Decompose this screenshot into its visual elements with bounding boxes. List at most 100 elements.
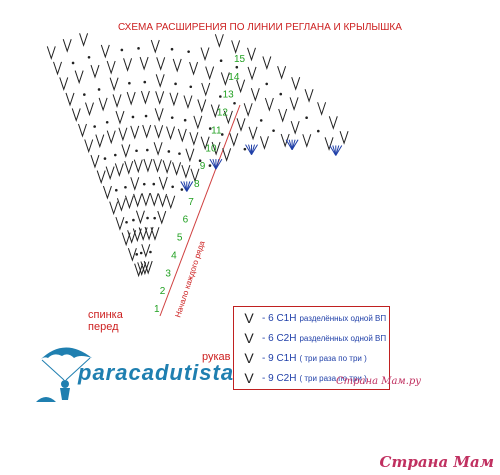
- chain-dot: [189, 85, 193, 89]
- stitch-v-mark: [200, 47, 210, 62]
- stitch-v-mark: [197, 99, 207, 113]
- sleeve-label: рукав: [202, 351, 231, 363]
- stitch-v-mark: [123, 58, 133, 72]
- stitch-v-mark: [210, 104, 220, 119]
- stitch-v-mark: [90, 64, 100, 79]
- chain-dot: [128, 81, 131, 85]
- stitch-v-mark: [126, 91, 136, 106]
- chain-dot: [149, 250, 152, 254]
- stitch-v-mark: [157, 210, 167, 225]
- stitch-v-mark: [205, 66, 215, 81]
- stitch-v-mark: [264, 97, 274, 112]
- stitch-v-mark: [102, 185, 112, 200]
- row-number: 12: [217, 108, 229, 119]
- stitch-v-mark: [231, 40, 241, 54]
- stitch-v-mark: [155, 74, 165, 88]
- stitch-v-mark: [278, 108, 288, 123]
- legend-desc: ( три раза по три ): [299, 373, 367, 383]
- stitch-v-mark: [247, 47, 256, 62]
- stitch-v-mark: [133, 193, 143, 208]
- chain-dot: [174, 82, 177, 86]
- chain-dot: [243, 147, 247, 151]
- stitch-v-mark: [250, 88, 260, 102]
- stitch-v-mark: [127, 248, 137, 262]
- stitch-v-mark: [166, 126, 176, 141]
- stitch-v-mark: [169, 92, 179, 107]
- stitch-v-mark: [109, 77, 119, 92]
- stitch-v-mark: [214, 34, 224, 48]
- stitch-v-mark: [185, 148, 195, 163]
- chain-dot: [235, 65, 239, 69]
- chain-dot: [171, 185, 174, 189]
- legend-code: - 9 С1Н: [262, 352, 297, 364]
- row-number: 10: [205, 143, 217, 154]
- stitch-v-mark: [154, 125, 164, 139]
- stitch-v-mark: [222, 148, 232, 162]
- stitch-v-mark: [137, 262, 147, 276]
- stitch-v-mark: [74, 70, 84, 85]
- stitch-v-mark: [53, 61, 62, 76]
- stitch-v-mark: [149, 192, 159, 207]
- chain-dot: [183, 118, 187, 122]
- stitch-v-mark: [172, 162, 182, 176]
- chain-dot: [105, 120, 109, 124]
- legend-code: - 6 С2Н: [262, 332, 297, 344]
- chain-dot: [97, 88, 101, 91]
- chain-dot: [114, 188, 118, 192]
- chain-dot: [198, 159, 202, 163]
- stitch-v-mark: [78, 123, 87, 138]
- stitch-v-mark: [115, 110, 125, 125]
- back-label: спинка: [88, 309, 124, 321]
- stitch-v-mark: [154, 108, 164, 122]
- stitch-v-mark: [200, 136, 210, 151]
- stitch-v-mark: [229, 133, 239, 147]
- chain-dot: [316, 129, 320, 133]
- stitch-v-mark: [166, 195, 176, 210]
- stitch-v-mark: [62, 39, 72, 53]
- stitch-v-mark: [289, 97, 299, 111]
- stitch-v-mark: [135, 210, 145, 225]
- stitch-v-mark: [100, 44, 110, 59]
- stitch-v-mark: [181, 164, 191, 179]
- fan-stitch: [291, 139, 299, 150]
- chain-dot: [220, 133, 224, 136]
- chain-dot: [178, 152, 181, 155]
- chain-dot: [146, 148, 149, 152]
- parachute-logo-icon: [36, 347, 92, 402]
- chain-dot: [152, 182, 156, 186]
- stitch-v-mark: [223, 110, 233, 125]
- fan-stitch: [186, 181, 194, 192]
- double-v-icon: V: [244, 310, 254, 326]
- stitch-v-mark: [211, 141, 221, 156]
- stitch-v-mark: [115, 216, 125, 231]
- watermark-text: Страна Мам.ру: [336, 376, 422, 387]
- stitch-v-mark: [143, 158, 153, 173]
- stitch-v-mark: [262, 56, 272, 70]
- chain-dot: [142, 182, 146, 186]
- stitch-v-mark: [236, 118, 246, 132]
- stitch-v-mark: [98, 97, 108, 112]
- stitch-v-mark: [162, 160, 172, 174]
- chain-dot: [208, 164, 212, 167]
- stitch-v-mark: [132, 228, 142, 243]
- stitch-v-mark: [46, 46, 56, 60]
- row-number: 2: [160, 286, 166, 297]
- stitch-v-mark: [189, 61, 199, 76]
- legend-row-3: V - 9 С1Н ( три раза по три ): [240, 349, 367, 367]
- legend-row-2: V - 6 С2Н разделённых одной ВП: [240, 329, 386, 347]
- row-number: 15: [234, 54, 246, 65]
- legend-desc: ( три раза по три ): [299, 353, 367, 363]
- chain-dot: [170, 47, 174, 51]
- stitch-v-mark: [339, 131, 349, 145]
- chain-dot: [124, 185, 127, 189]
- row-number: 14: [228, 72, 240, 83]
- chain-dot: [259, 119, 263, 122]
- chain-dot: [132, 218, 135, 222]
- stitch-v-mark: [158, 193, 168, 208]
- chain-dot: [233, 101, 236, 105]
- stitch-v-mark: [114, 163, 124, 178]
- chain-dot: [131, 115, 135, 119]
- chain-dot: [208, 127, 212, 130]
- legend-box: V - 6 С1Н разделённых одной ВП V - 6 С2Н…: [233, 306, 390, 390]
- legend-row-4: V - 9 С2Н ( три раза по три ): [240, 369, 367, 387]
